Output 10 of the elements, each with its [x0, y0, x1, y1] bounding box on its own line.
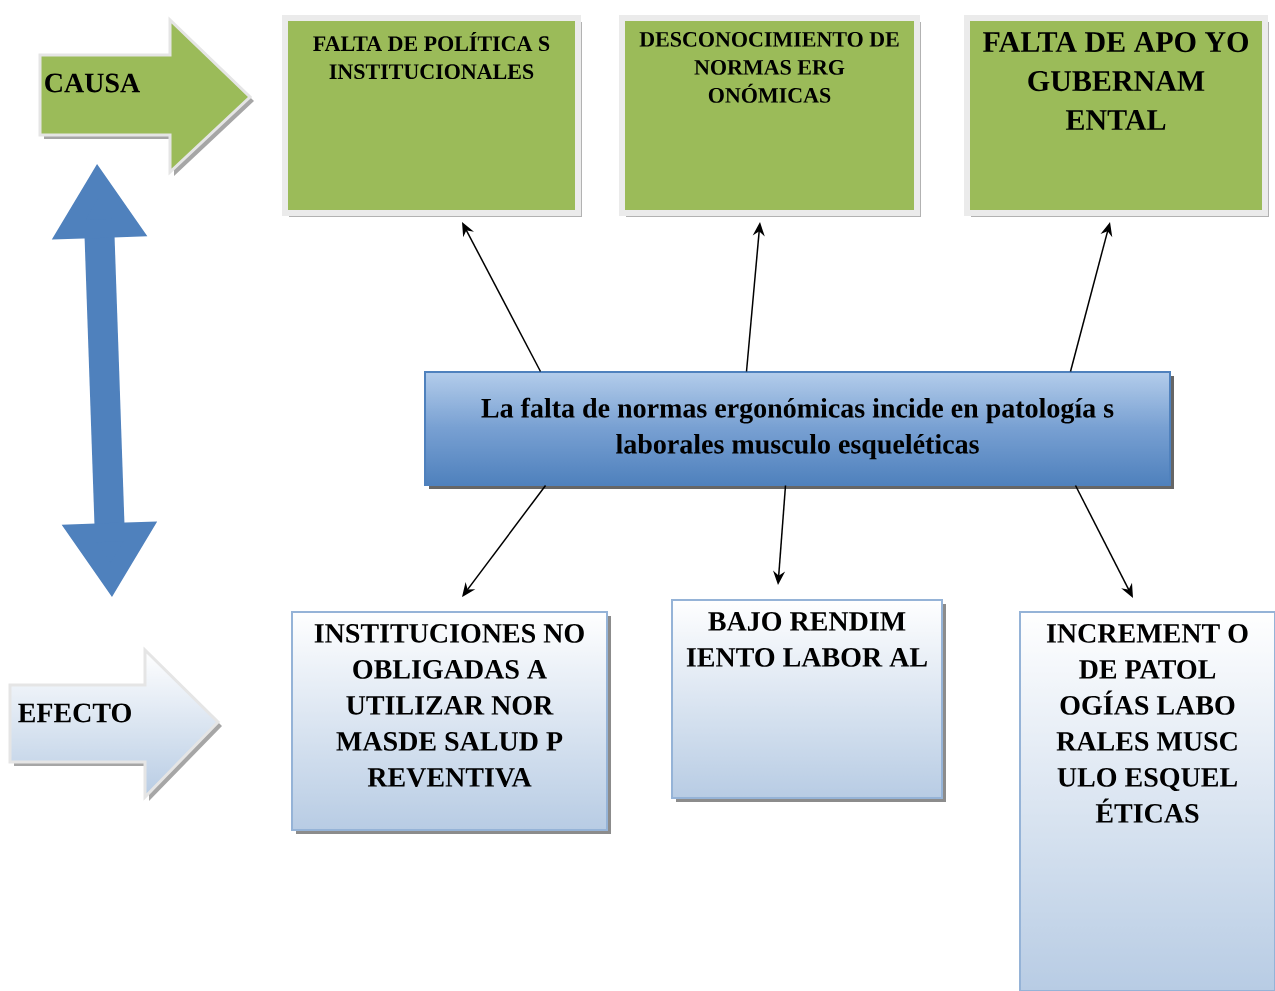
arrow [462, 222, 542, 373]
problem-box: La falta de normas ergonómicas incide en patología s laborales musculo esqueléticas [424, 371, 1174, 489]
cause-box: FALTA DE APO YO GUBERNAM ENTAL [964, 15, 1269, 217]
effect-box: INSTITUCIONES NO OBLIGADAS A UTILIZAR NOR MASDE SALUD P REVENTIVA [291, 611, 611, 834]
effect-box: INCREMENT O DE PATOL OGÍAS LABO RALES MUSC ULO ESQUEL ÉTICAS [1019, 611, 1275, 991]
arrow [462, 484, 547, 597]
cause-box: DESCONOCIMIENTO DE NORMAS ERG ONÓMICAS [619, 15, 921, 217]
cause-box: FALTA DE POLÍTICA S INSTITUCIONALES [282, 15, 582, 217]
effect-box: BAJO RENDIM IENTO LABOR AL [671, 599, 946, 802]
arrow [1074, 484, 1133, 598]
